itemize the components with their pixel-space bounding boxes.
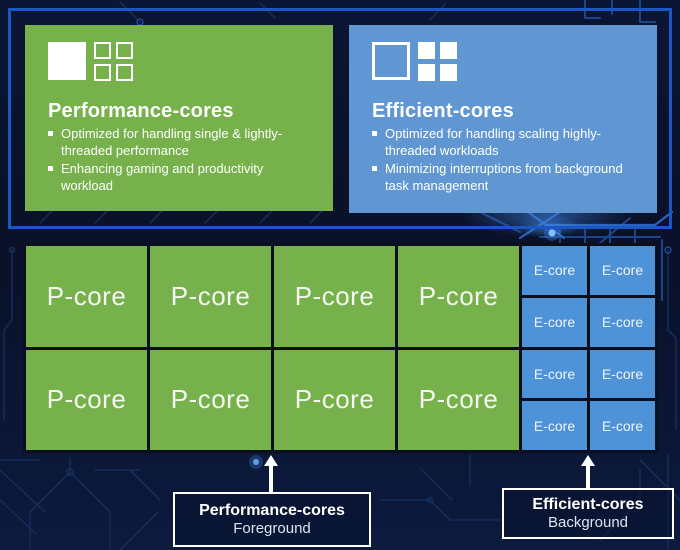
bullet-item: Minimizing interruptions from background… [372,161,657,194]
performance-arrow-icon [264,455,278,492]
p-core-cell: P-core [26,349,147,450]
e-core-cell: E-core [522,297,587,347]
efficient-callout-subtitle: Background [547,513,629,531]
e-core-cell: E-core [590,349,655,399]
efficient-callout-title: Efficient-cores [532,495,644,513]
p-core-cell: P-core [274,246,395,347]
efficient-cores-card: Efficient-cores Optimized for handling s… [349,25,657,213]
bullet-item: Enhancing gaming and productivity worklo… [48,161,333,194]
bullet-item: Optimized for handling scaling highly-th… [372,126,657,159]
p-core-cell: P-core [26,246,147,347]
bullet-text: Optimized for handling scaling highly-th… [385,126,602,158]
performance-callout-subtitle: Foreground [233,519,311,537]
large-core-square-icon [372,42,410,80]
efficient-callout: Efficient-cores Background [502,488,674,539]
performance-callout: Performance-cores Foreground [173,492,371,547]
e-core-cell: E-core [522,246,587,295]
performance-cores-card: Performance-cores Optimized for handling… [25,25,333,211]
p-core-cell: P-core [398,246,519,347]
e-core-cell: E-core [590,401,655,450]
efficient-card-title: Efficient-cores [372,100,514,122]
small-cores-cluster-icon [94,42,133,81]
performance-card-title: Performance-cores [48,100,234,122]
e-core-cell: E-core [590,246,655,295]
efficient-card-bullets: Optimized for handling scaling highly-th… [372,126,657,194]
performance-callout-title: Performance-cores [199,501,345,519]
p-core-cell: P-core [150,349,271,450]
core-die-grid: P-core P-core P-core P-core E-core E-cor… [23,243,658,453]
bullet-text: Enhancing gaming and productivity worklo… [61,161,264,193]
p-core-cell: P-core [398,349,519,450]
bullet-text: Minimizing interruptions from background… [385,161,623,193]
e-core-cell: E-core [590,297,655,347]
bullet-item: Optimized for handling single & lightly-… [48,126,333,159]
bullet-square-icon [372,166,377,171]
bullet-text: Optimized for handling single & lightly-… [61,126,283,158]
e-core-cell: E-core [522,401,587,450]
performance-card-bullets: Optimized for handling single & lightly-… [48,126,333,194]
p-core-cell: P-core [150,246,271,347]
small-cores-cluster-icon [418,42,457,81]
bullet-square-icon [372,131,377,136]
p-core-die-icon [48,42,333,81]
e-core-die-icon [372,42,657,81]
efficient-arrow-icon [581,455,595,488]
bullet-square-icon [48,131,53,136]
large-core-square-icon [48,42,86,80]
bullet-square-icon [48,166,53,171]
p-core-cell: P-core [274,349,395,450]
cores-overview-panel [8,8,672,229]
e-core-cell: E-core [522,349,587,399]
